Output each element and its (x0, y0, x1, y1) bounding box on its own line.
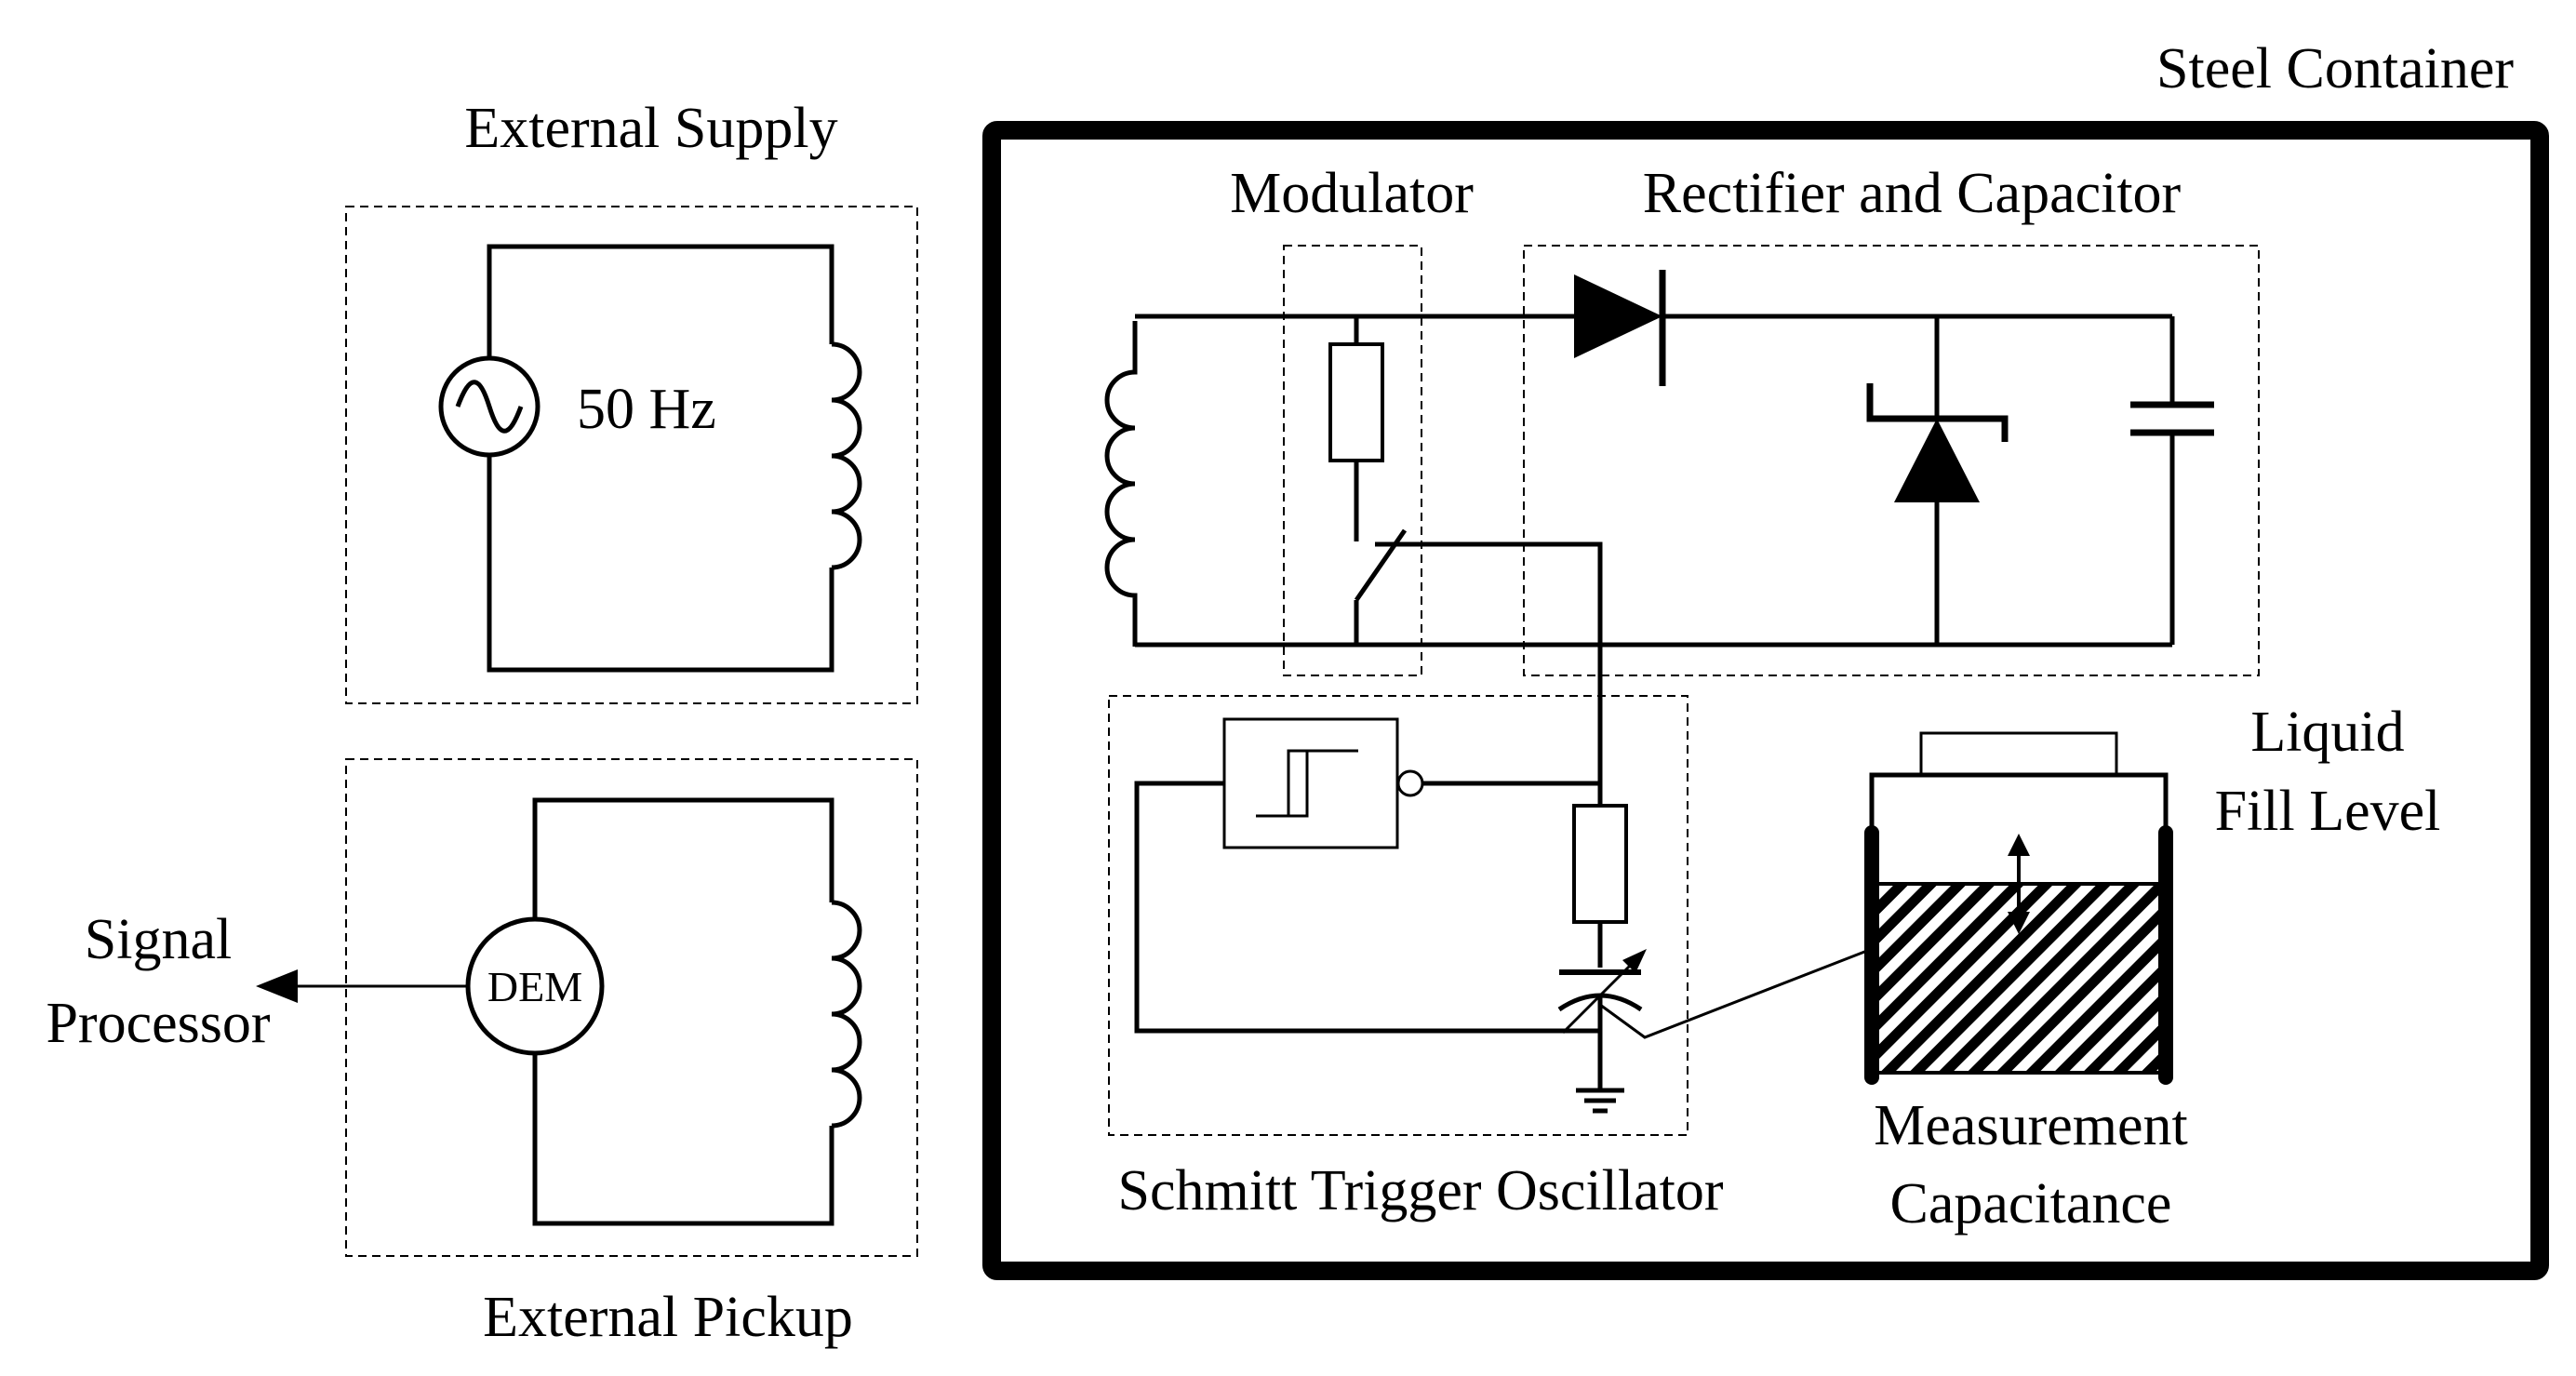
rectifier-circuit (1104, 270, 2214, 786)
liquid-fill-level-label-line1: Liquid (2250, 701, 2404, 764)
level-arrow-icon (2008, 834, 2030, 934)
steel-container (982, 121, 2549, 1280)
external-supply-label: External Supply (464, 97, 837, 160)
diode-icon (1574, 270, 1666, 386)
dem-label: DEM (487, 963, 582, 1010)
resistor-icon (1328, 342, 1384, 462)
external-supply-circuit (438, 244, 862, 673)
steel-container-label: Steel Container (2156, 37, 2514, 100)
measurement-capacitance-label-line2: Capacitance (1890, 1172, 2172, 1236)
arrow-icon (256, 969, 298, 1003)
frequency-label: 50 Hz (577, 378, 716, 441)
resistor-icon (1572, 804, 1628, 924)
rectifier-label: Rectifier and Capacitor (1643, 162, 2182, 225)
zener-diode-icon (1866, 316, 2009, 645)
inductor-icon (831, 900, 862, 1129)
modulator-box (1283, 245, 1422, 676)
rectifier-box (1523, 245, 2260, 676)
external-pickup-label: External Pickup (483, 1286, 853, 1349)
capacitor-icon (2130, 316, 2214, 645)
ground-icon (1576, 1088, 1624, 1114)
inductor-icon (831, 341, 862, 570)
schmitt-trigger-label: Schmitt Trigger Oscillator (1118, 1159, 1724, 1222)
external-supply-box (345, 206, 918, 704)
external-pickup-circuit (256, 797, 862, 1226)
schmitt-trigger-icon (1222, 717, 1424, 849)
liquid-fill-level-label-line2: Fill Level (2215, 780, 2441, 843)
modulator-label: Modulator (1230, 162, 1474, 225)
signal-processor-label-line1: Signal (85, 908, 232, 971)
schmitt-trigger-box (1108, 695, 1688, 1136)
measurement-capacitance (1864, 731, 2173, 1085)
measurement-capacitance-label-line1: Measurement (1874, 1094, 2187, 1157)
switch-icon (1354, 528, 1408, 645)
variable-capacitor-icon (1557, 949, 1647, 1035)
schmitt-trigger-circuit (1134, 717, 1873, 1114)
inductor-icon (1104, 321, 1138, 647)
ac-source-icon (438, 355, 541, 458)
signal-processor-label-line2: Processor (46, 992, 270, 1055)
external-pickup-box (345, 758, 918, 1257)
